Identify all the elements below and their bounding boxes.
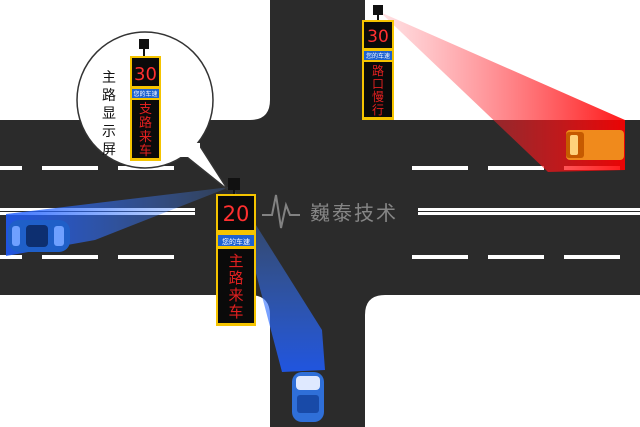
svg-text:路: 路 <box>372 63 384 78</box>
svg-text:路: 路 <box>139 115 152 131</box>
svg-text:口: 口 <box>372 77 384 91</box>
callout-sign: 30 您的车速 支 路 来 车 <box>130 39 161 161</box>
radar-beam-blue-down <box>234 190 325 372</box>
svg-text:车: 车 <box>228 303 243 321</box>
svg-text:路: 路 <box>102 88 116 104</box>
watermark-logo-icon <box>262 194 300 229</box>
callout-sign-message: 支 路 来 车 <box>139 102 152 159</box>
svg-text:主: 主 <box>228 252 243 270</box>
center-sign-speed: 20 <box>223 202 250 226</box>
svg-text:来: 来 <box>139 130 152 145</box>
top-right-sign-speed-label: 您的车速 <box>366 52 390 60</box>
svg-text:车: 车 <box>139 143 152 159</box>
svg-text:屏: 屏 <box>102 142 116 158</box>
center-sign: 20 您的车速 主 路 来 车 <box>216 178 256 326</box>
top-right-sign-message: 路 口 慢 行 <box>372 63 384 117</box>
vehicle-white-blue-car <box>292 372 324 422</box>
svg-text:行: 行 <box>372 103 384 117</box>
watermark-text: 巍泰技术 <box>310 201 398 225</box>
svg-text:显: 显 <box>102 106 116 122</box>
svg-text:主: 主 <box>102 70 116 86</box>
corner-top-left <box>250 100 270 120</box>
north-road <box>270 0 365 140</box>
watermark: 巍泰技术 <box>262 194 398 229</box>
corner-bottom-right <box>365 295 385 315</box>
center-sign-speed-label: 您的车速 <box>222 237 250 246</box>
svg-text:支: 支 <box>139 102 152 117</box>
svg-text:示: 示 <box>102 124 116 140</box>
top-right-sign-speed: 30 <box>367 27 389 47</box>
svg-text:来: 来 <box>228 286 243 304</box>
center-sign-message: 主 路 来 车 <box>228 252 243 321</box>
vehicle-blue-car <box>8 220 70 252</box>
callout-sign-radar <box>139 39 149 49</box>
callout-sign-speed-label: 您的车速 <box>133 90 157 98</box>
vehicle-orange-truck <box>566 130 624 160</box>
callout-label: 主 路 显 示 屏 <box>102 70 116 158</box>
top-right-sign: 30 您的车速 路 口 慢 行 <box>362 5 394 120</box>
center-sign-radar <box>228 178 240 190</box>
svg-text:路: 路 <box>228 269 243 287</box>
callout-sign-speed: 30 <box>134 64 157 85</box>
svg-text:慢: 慢 <box>372 90 384 104</box>
radar-beam-red <box>380 12 625 172</box>
top-right-sign-radar <box>373 5 383 15</box>
